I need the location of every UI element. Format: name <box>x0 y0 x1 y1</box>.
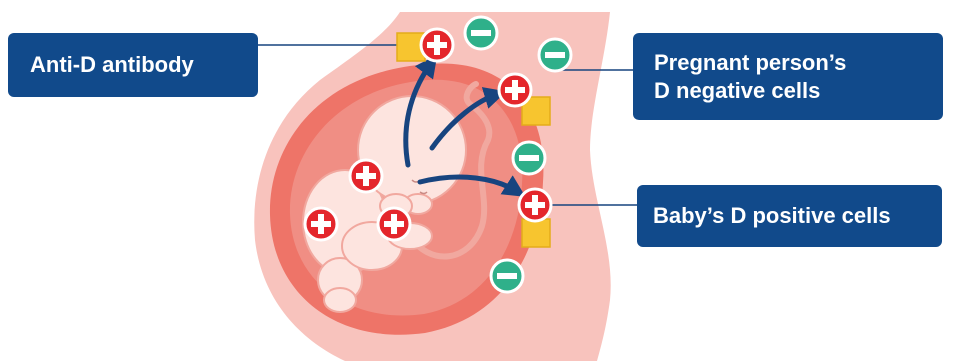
positive-cells-text: Baby’s D positive cells <box>653 202 891 230</box>
plus-cell-icon <box>378 208 410 240</box>
plus-cell-icon <box>519 189 551 221</box>
minus-cell-icon <box>465 17 497 49</box>
antibody-square-icon <box>522 219 550 247</box>
minus-cell-icon <box>539 39 571 71</box>
plus-cell-icon <box>305 208 337 240</box>
plus-cell-icon <box>350 160 382 192</box>
plus-cell-icon <box>421 29 453 61</box>
positive-cells-label: Baby’s D positive cells <box>637 185 942 247</box>
plus-cell-icon <box>499 74 531 106</box>
minus-cell-icon <box>491 260 523 292</box>
negative-cells-text: Pregnant person’s D negative cells <box>654 49 846 105</box>
negative-cells-label: Pregnant person’s D negative cells <box>633 33 943 120</box>
anti-d-antibody-label: Anti-D antibody <box>8 33 258 97</box>
anti-d-antibody-text: Anti-D antibody <box>30 51 194 79</box>
minus-cell-icon <box>513 142 545 174</box>
